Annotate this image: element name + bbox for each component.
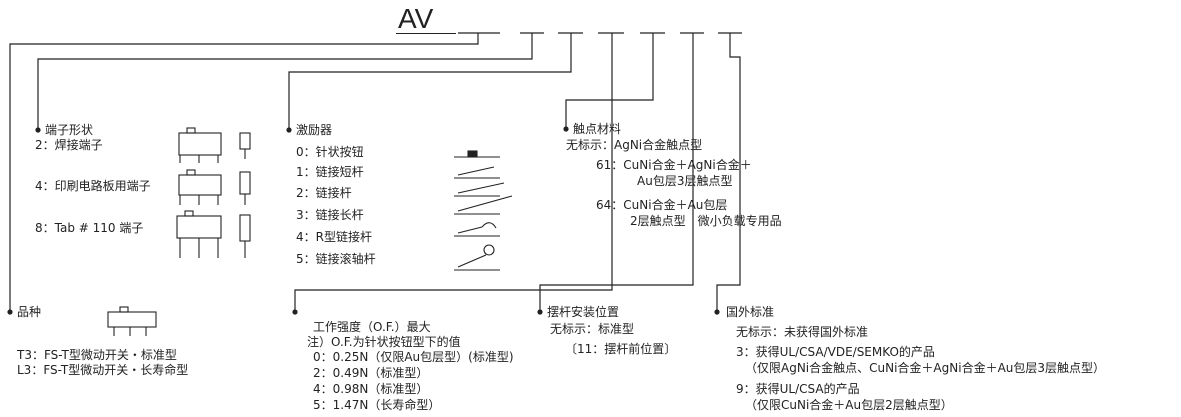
force-heading: 工作强度（O.F.）最大 <box>313 320 431 334</box>
force-note: 注）O.F.为针状按钮型下的值 <box>307 335 461 349</box>
standard-heading: 国外标准 <box>726 305 775 319</box>
standard-line: 9：获得UL/CSA的产品 <box>736 382 860 396</box>
standard-line: 无标示：未获得国外标准 <box>736 325 869 339</box>
terminal-item: 2：焊接端子 <box>35 138 103 152</box>
contact-heading: 触点材料 <box>573 122 622 136</box>
actuator-item: 2：链接杆 <box>296 186 352 200</box>
contact-line: Au包层3层触点型 <box>637 174 733 188</box>
terminal-item: 8：Tab # 110 端子 <box>35 221 144 235</box>
actuator-item: 3：链接长杆 <box>296 208 364 222</box>
terminal-item: 4：印刷电路板用端子 <box>35 179 151 193</box>
actuator-item: 5：链接滚轴杆 <box>296 252 376 266</box>
force-item: 4：0.98N（标准型） <box>313 382 429 396</box>
force-item: 2：0.49N（标准型） <box>313 366 429 380</box>
actuator-item: 0：针状按钮 <box>296 145 364 159</box>
variety-heading: 品种 <box>17 305 42 319</box>
lever-heading: 摆杆安装位置 <box>547 305 620 319</box>
lever-line: 无标示：标准型 <box>550 322 635 336</box>
force-item: 5：1.47N（长寿命型） <box>313 398 441 412</box>
force-item: 0：0.25N（仅限Au包层型）(标准型) <box>313 350 514 364</box>
standard-line: （仅限CuNi合金＋Au包层2层触点型） <box>745 398 953 412</box>
variety-switch-icon <box>107 306 157 336</box>
contact-line: 2层触点型 微小负载专用品 <box>630 214 782 228</box>
contact-line: 无标示：AgNi合金触点型 <box>566 138 703 152</box>
terminal-shape-icons <box>176 127 251 258</box>
actuator-heading: 激励器 <box>296 123 333 137</box>
standard-line: （仅限AgNi合金触点、CuNi合金＋AgNi合金＋Au包层3层触点型） <box>745 361 1106 375</box>
actuator-item: 4：R型链接杆 <box>296 230 372 244</box>
actuator-icons <box>454 150 513 271</box>
contact-line: 61：CuNi合金＋AgNi合金＋ <box>596 158 752 172</box>
model-prefix-underline <box>396 33 456 34</box>
actuator-item: 1：链接短杆 <box>296 165 364 179</box>
variety-item: T3：FS-T型微动开关・标准型 <box>17 348 177 362</box>
variety-item: L3：FS-T型微动开关・长寿命型 <box>17 363 189 377</box>
standard-line: 3：获得UL/CSA/VDE/SEMKO的产品 <box>736 345 935 359</box>
lever-line: 〔11：摆杆前位置〕 <box>565 342 677 356</box>
terminal-heading: 端子形状 <box>45 123 94 137</box>
contact-line: 64：CuNi合金＋Au包层 <box>596 198 728 212</box>
model-prefix: AV <box>398 3 434 34</box>
